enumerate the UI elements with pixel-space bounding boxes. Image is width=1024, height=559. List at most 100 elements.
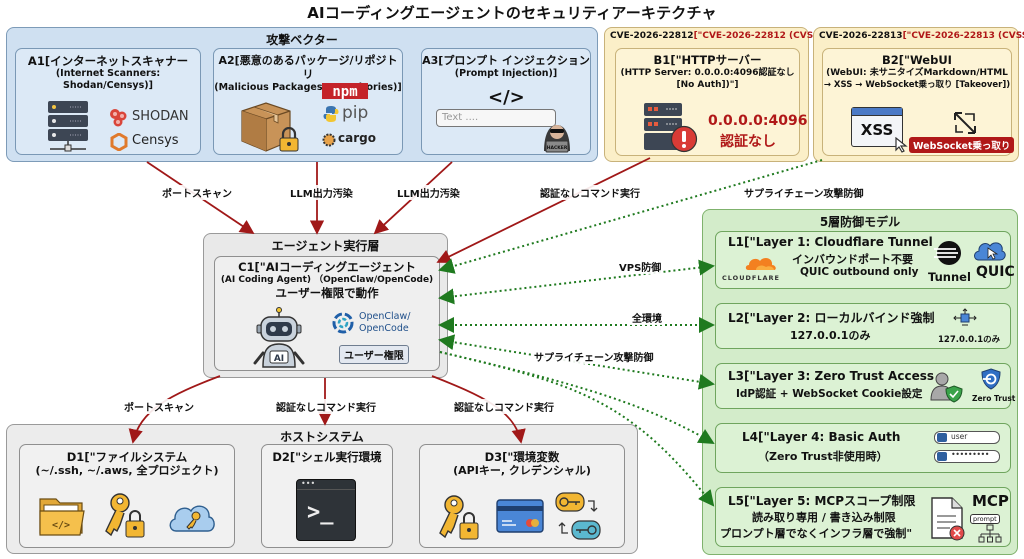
diagram-title: AIコーディングエージェントのセキュリティアーキテクチャ xyxy=(307,4,717,22)
b1-subtitle-1: (HTTP Server: 0.0.0.0:4096認証なし xyxy=(620,68,795,78)
prompt-label: prompt xyxy=(970,514,1000,524)
edge-label-supply-chain-mid: サプライチェーン攻撃防御 xyxy=(532,349,656,364)
node-l5-mcp-scope[interactable]: L5["Layer 5: MCPスコープ制限 読み取り専用 / 書き込み制限 プ… xyxy=(715,487,1011,547)
code-tag-icon: </> xyxy=(488,87,525,108)
user-icon xyxy=(937,433,947,442)
node-b2-webui[interactable]: B2["WebUI (WebUI: 未サニタイズMarkdown/HTML → … xyxy=(822,48,1015,156)
a1-subtitle: (Internet Scanners: Shodan/Censys)] xyxy=(55,68,161,91)
l2-icon-caption: 127.0.0.1のみ xyxy=(938,335,1001,345)
d3-subtitle: (APIキー, クレデンシャル) xyxy=(453,464,591,477)
zero-trust-caption: Zero Trust xyxy=(972,394,1016,403)
password-value: ••••••••• xyxy=(951,450,989,459)
attack-vectors-group: 攻撃ベクター A1[インターネットスキャナー (Internet Scanner… xyxy=(6,27,598,162)
b1-subtitle-2: [No Auth])"] xyxy=(676,80,739,90)
svg-text:HACKER: HACKER xyxy=(547,145,568,151)
cargo-gear-icon xyxy=(322,133,336,147)
attack-vectors-title: 攻撃ベクター xyxy=(266,33,338,47)
package-box-icon xyxy=(241,102,291,152)
cargo-brand: cargo xyxy=(338,131,376,145)
a3-title: A3[プロンプト インジェクション xyxy=(422,54,590,67)
defense-model-title: 5層防御モデル xyxy=(819,215,901,229)
l5-title: L5["Layer 5: MCPスコープ制限 xyxy=(728,494,916,508)
a1-title: A1[インターネットスキャナー xyxy=(27,54,189,68)
l1-line3: QUIC outbound only xyxy=(800,266,919,278)
b1-alert-address: 0.0.0.0:4096 xyxy=(708,113,808,129)
openclaw-logo-icon xyxy=(332,312,354,334)
cve-22812-header: CVE-2026-22812["CVE-2026-22812 (CVSS 8.8… xyxy=(610,31,847,41)
svg-text:npm: npm xyxy=(332,84,357,99)
l4-title: L4["Layer 4: Basic Auth xyxy=(742,430,901,444)
terminal-icon: ••• >_ xyxy=(296,479,356,541)
node-a2-malicious-packages[interactable]: A2[悪意のあるパッケージ/リポジトリ (Malicious Packages/… xyxy=(213,48,403,155)
prompt-input-placeholder: Text .... xyxy=(442,112,479,123)
cve-22813-label: ["CVE-2026-22813 (CVSS 9.6)" xyxy=(902,31,1024,41)
basic-auth-username-field[interactable]: user xyxy=(934,431,1000,444)
exclamation-alert-icon xyxy=(670,125,698,153)
node-b1-http-server[interactable]: B1["HTTPサーバー (HTTP Server: 0.0.0.0:4096認… xyxy=(615,48,807,156)
censys-brand: Censys xyxy=(132,133,179,148)
swap-arrows-icon xyxy=(954,112,976,134)
hacker-icon: HACKER xyxy=(544,125,570,153)
node-a3-prompt-injection[interactable]: A3[プロンプト インジェクション (Prompt Injection)] </… xyxy=(421,48,591,155)
lock-icon xyxy=(937,452,947,461)
pip-brand: pip xyxy=(342,103,369,123)
document-denied-icon xyxy=(931,497,965,541)
quic-label: QUIC xyxy=(976,264,1015,280)
node-l4-basic-auth[interactable]: L4["Layer 4: Basic Auth （Zero Trust非使用時）… xyxy=(715,423,1011,473)
prompt-text-input[interactable]: Text .... xyxy=(436,109,556,127)
openclaw-brand-1: OpenClaw/ xyxy=(359,311,411,322)
zero-trust-shield-icon xyxy=(981,368,1001,390)
cloudflare-brand: CLOUDFLARE xyxy=(722,274,780,282)
node-d1-file-system[interactable]: D1["ファイルシステム (~/.ssh, ~/.aws, 全プロジェクト) <… xyxy=(19,444,235,548)
edge-label-unauth-cmd-mid: 認証なしコマンド実行 xyxy=(274,399,378,414)
edge-label-llm-output-1: LLM出力汚染 xyxy=(288,185,355,200)
node-d3-environment-variables[interactable]: D3["環境変数 (APIキー, クレデンシャル) xyxy=(419,444,625,548)
key-rotation-icon xyxy=(555,492,601,540)
c1-user-permission-line: ユーザー権限で動作 xyxy=(275,286,379,300)
edge-b1-to-c1 xyxy=(436,157,651,263)
cve-2026-22813-group: CVE-2026-22813["CVE-2026-22813 (CVSS 9.6… xyxy=(813,27,1024,162)
agent-layer-title: エージェント実行層 xyxy=(271,239,380,253)
b2-subtitle-2: → XSS → WebSocket乗っ取り [Takeover]) xyxy=(823,80,1011,90)
b1-alert-noauth: 認証なし xyxy=(720,134,776,150)
node-a1-internet-scanners[interactable]: A1[インターネットスキャナー (Internet Scanners: Shod… xyxy=(15,48,201,155)
cloudflare-logo-icon xyxy=(745,257,776,270)
l1-line2: インバウンドポート不要 xyxy=(792,253,913,266)
edge-label-supply-chain-top: サプライチェーン攻撃防御 xyxy=(742,185,866,200)
edge-label-port-scan-top: ポートスキャン xyxy=(160,185,234,200)
cve-22813-header: CVE-2026-22813["CVE-2026-22813 (CVSS 9.6… xyxy=(819,31,1024,41)
node-c1-ai-coding-agent[interactable]: C1["AIコーディングエージェント (AI Coding Agent) （Op… xyxy=(214,256,440,371)
edge-l1-vps xyxy=(438,259,715,305)
username-value: user xyxy=(951,432,968,441)
cve-22813-id: CVE-2026-22813 xyxy=(819,31,903,41)
l4-line2: （Zero Trust非使用時） xyxy=(758,450,888,463)
shodan-brand: SHODAN xyxy=(132,109,189,124)
credit-card-icon xyxy=(496,499,544,533)
node-l1-cloudflare-tunnel[interactable]: L1["Layer 1: Cloudflare Tunnel インバウンドポート… xyxy=(715,231,1015,289)
l5-line2: 読み取り専用 / 書き込み制限 xyxy=(752,511,896,524)
browser-window-icon: XSS xyxy=(851,107,903,147)
edge-label-all-env: 全環境 xyxy=(630,310,664,325)
d1-subtitle: (~/.ssh, ~/.aws, 全プロジェクト) xyxy=(35,464,219,477)
l3-line2: IdP認証 + WebSocket Cookie設定 xyxy=(736,388,923,400)
code-folder-icon: </> xyxy=(39,498,85,536)
network-bind-icon xyxy=(953,308,977,326)
basic-auth-password-field[interactable]: ••••••••• xyxy=(934,450,1000,463)
node-d2-shell-environment[interactable]: D2["シェル実行環境 ••• >_ xyxy=(261,444,393,548)
edge-label-vps-defense: VPS防御 xyxy=(617,259,664,274)
svg-text:AI: AI xyxy=(274,354,284,364)
l1-title: L1["Layer 1: Cloudflare Tunnel xyxy=(728,235,933,249)
node-l2-local-bind[interactable]: L2["Layer 2: ローカルバインド強制 127.0.0.1のみ 127.… xyxy=(715,303,1011,349)
edge-label-unauth-cmd-top: 認証なしコマンド実行 xyxy=(538,185,642,200)
l5-line3: プロンプト層でなくインフラ層で強制" xyxy=(720,527,913,540)
agent-layer-group: エージェント実行層 C1["AIコーディングエージェント (AI Coding … xyxy=(203,233,448,378)
b1-title: B1["HTTPサーバー xyxy=(653,53,762,67)
cve-22812-label: ["CVE-2026-22812 (CVSS 8.8)" xyxy=(693,31,848,41)
host-system-group: ホストシステム D1["ファイルシステム (~/.ssh, ~/.aws, 全プ… xyxy=(6,424,638,554)
d2-title: D2["シェル実行環境 xyxy=(272,450,382,464)
l3-title: L3["Layer 3: Zero Trust Access xyxy=(728,369,934,383)
node-l3-zero-trust[interactable]: L3["Layer 3: Zero Trust Access IdP認証 + W… xyxy=(715,363,1015,409)
defense-model-group: 5層防御モデル L1["Layer 1: Cloudflare Tunnel イ… xyxy=(702,209,1018,555)
cve-22812-id: CVE-2026-22812 xyxy=(610,31,694,41)
a2-subtitle: (Malicious Packages/Repositories)] xyxy=(214,82,402,93)
